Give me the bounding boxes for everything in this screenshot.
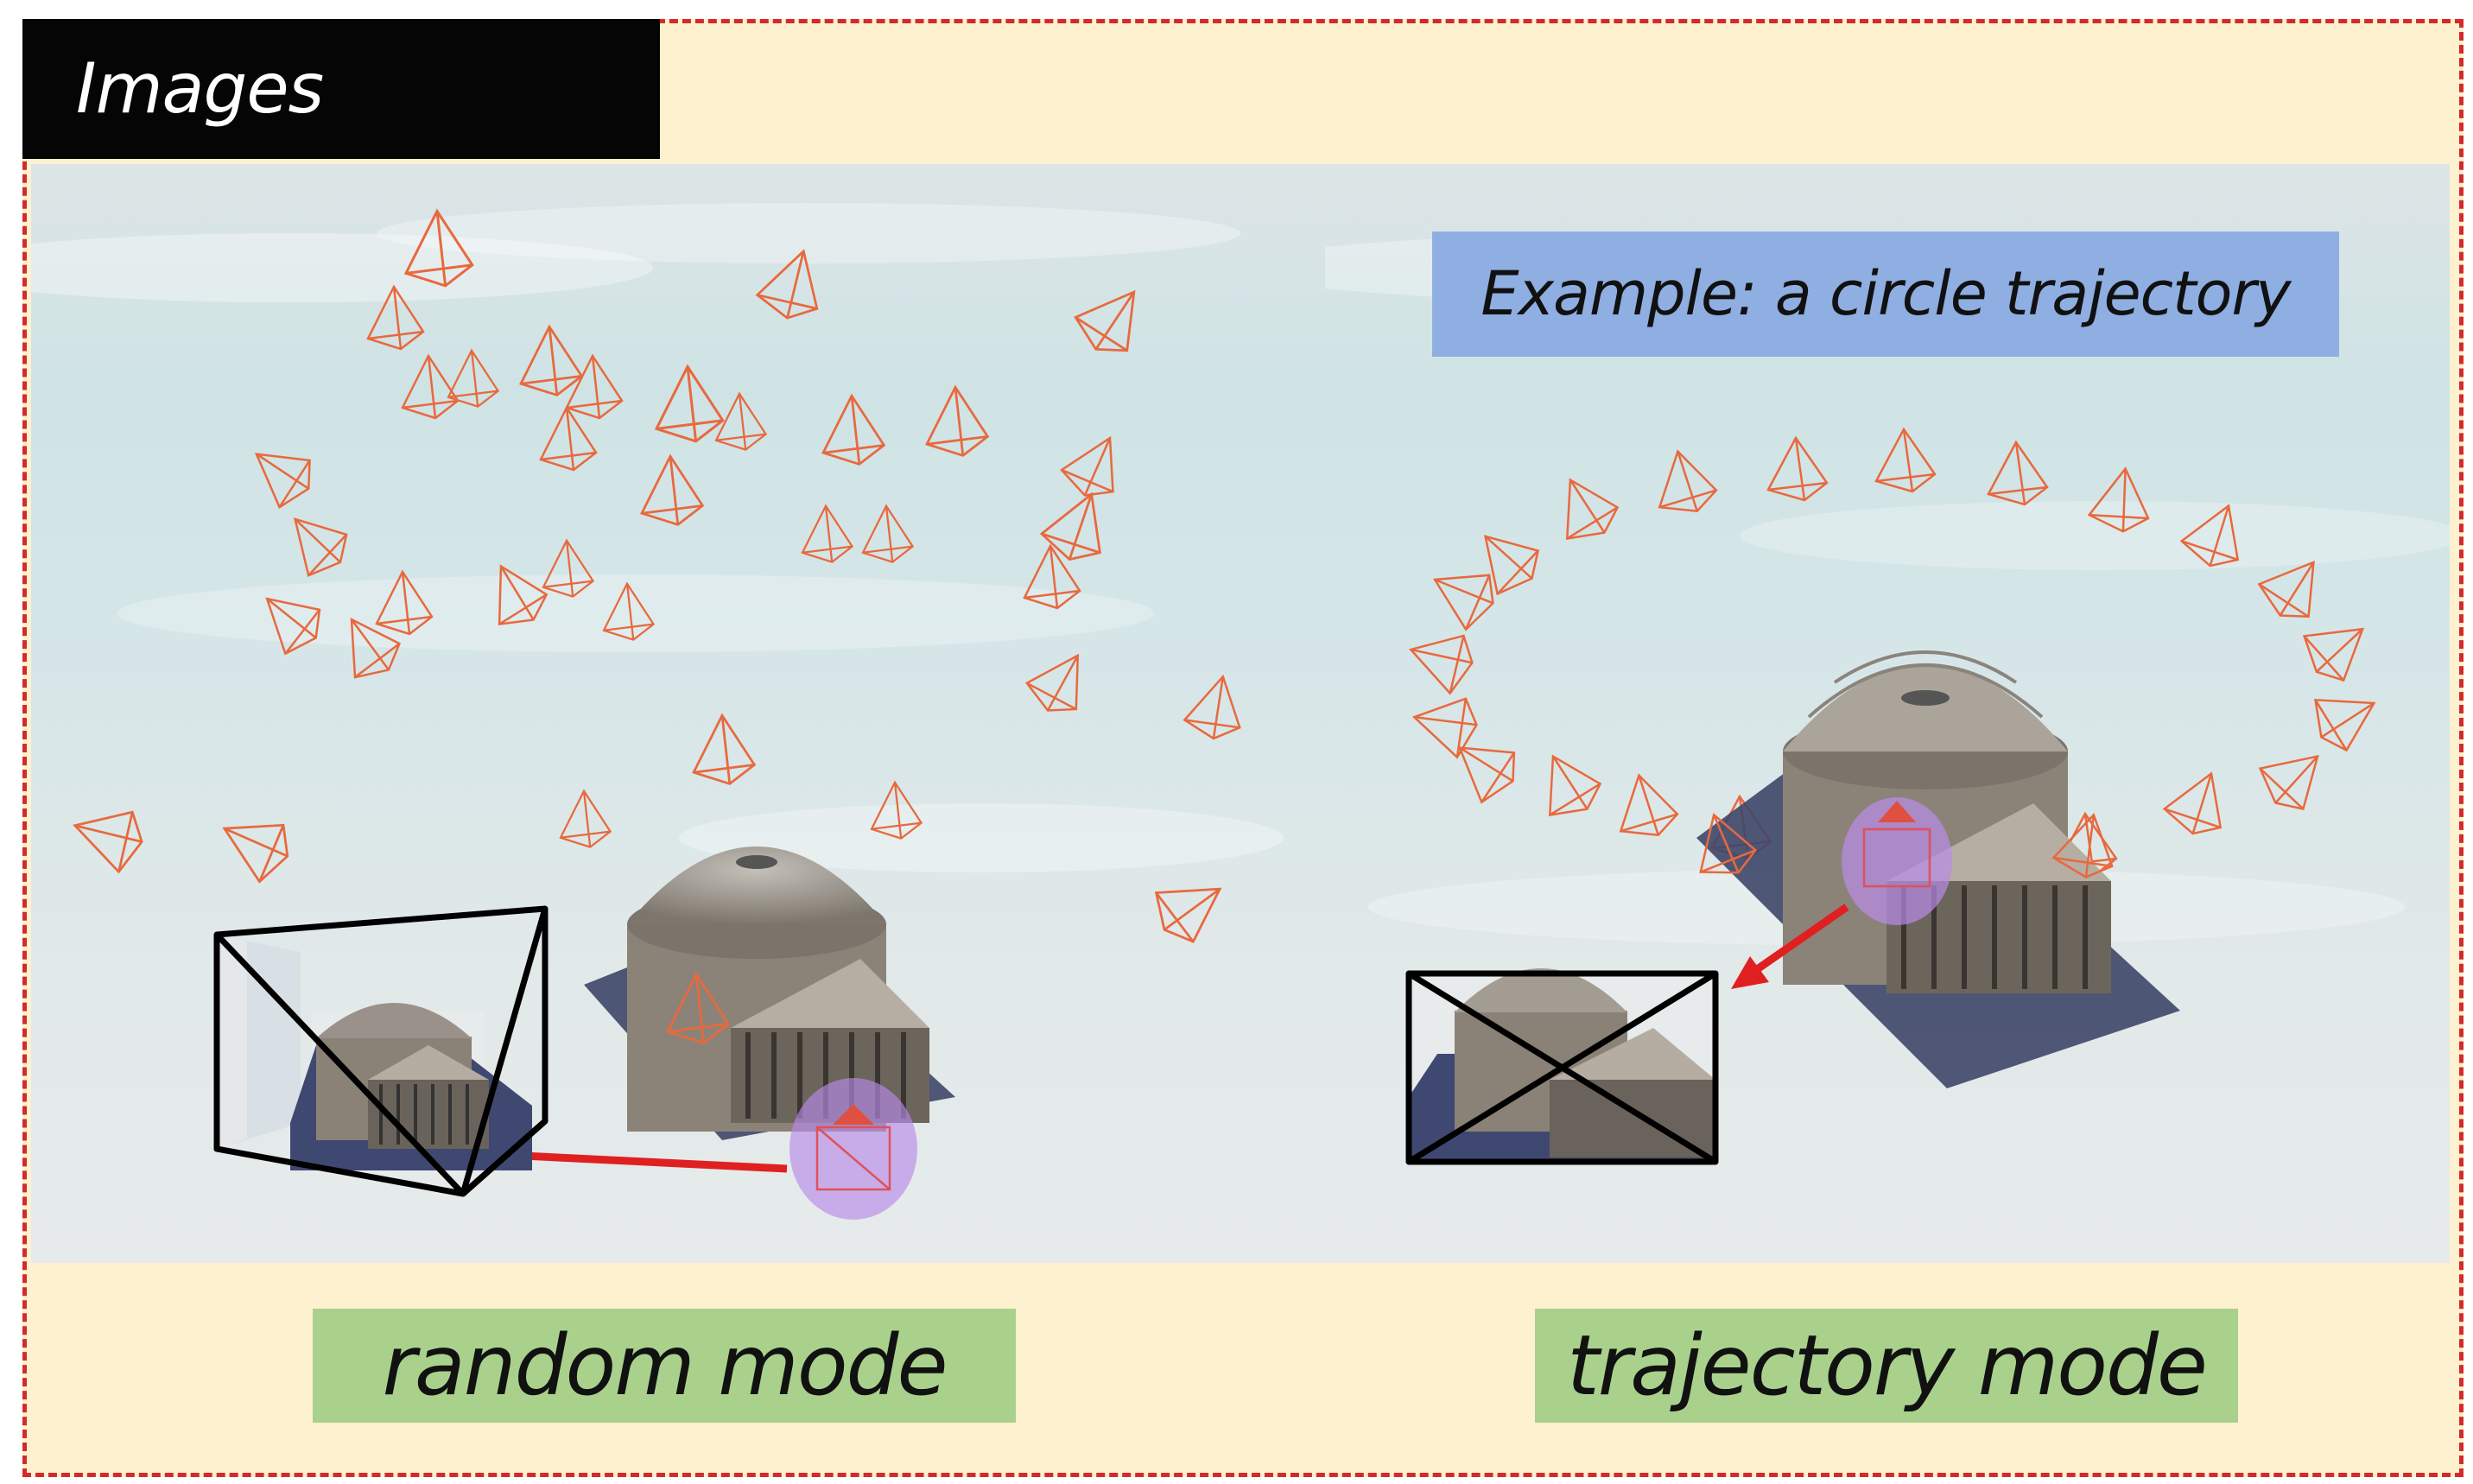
random-mode-panel <box>31 164 1325 1263</box>
selected-camera-highlight <box>1842 797 1952 925</box>
rendered-view-frustum-icon <box>1405 968 1719 1165</box>
rendered-view-image <box>217 935 532 1175</box>
selected-camera-highlight <box>789 1078 917 1220</box>
rendered-view-frustum-icon <box>213 905 548 1197</box>
trajectory-mode-scene <box>1325 233 2450 1165</box>
trajectory-mode-label: trajectory mode <box>1535 1309 2238 1423</box>
section-title: Images Rendering <box>22 19 660 269</box>
example-trajectory-label: Example: a circle trajectory <box>1432 231 2339 357</box>
random-mode-scene <box>31 203 1284 1220</box>
render-arrow <box>1731 904 1849 989</box>
pantheon-model-image <box>584 847 955 1140</box>
random-mode-label: random mode <box>313 1309 1016 1423</box>
